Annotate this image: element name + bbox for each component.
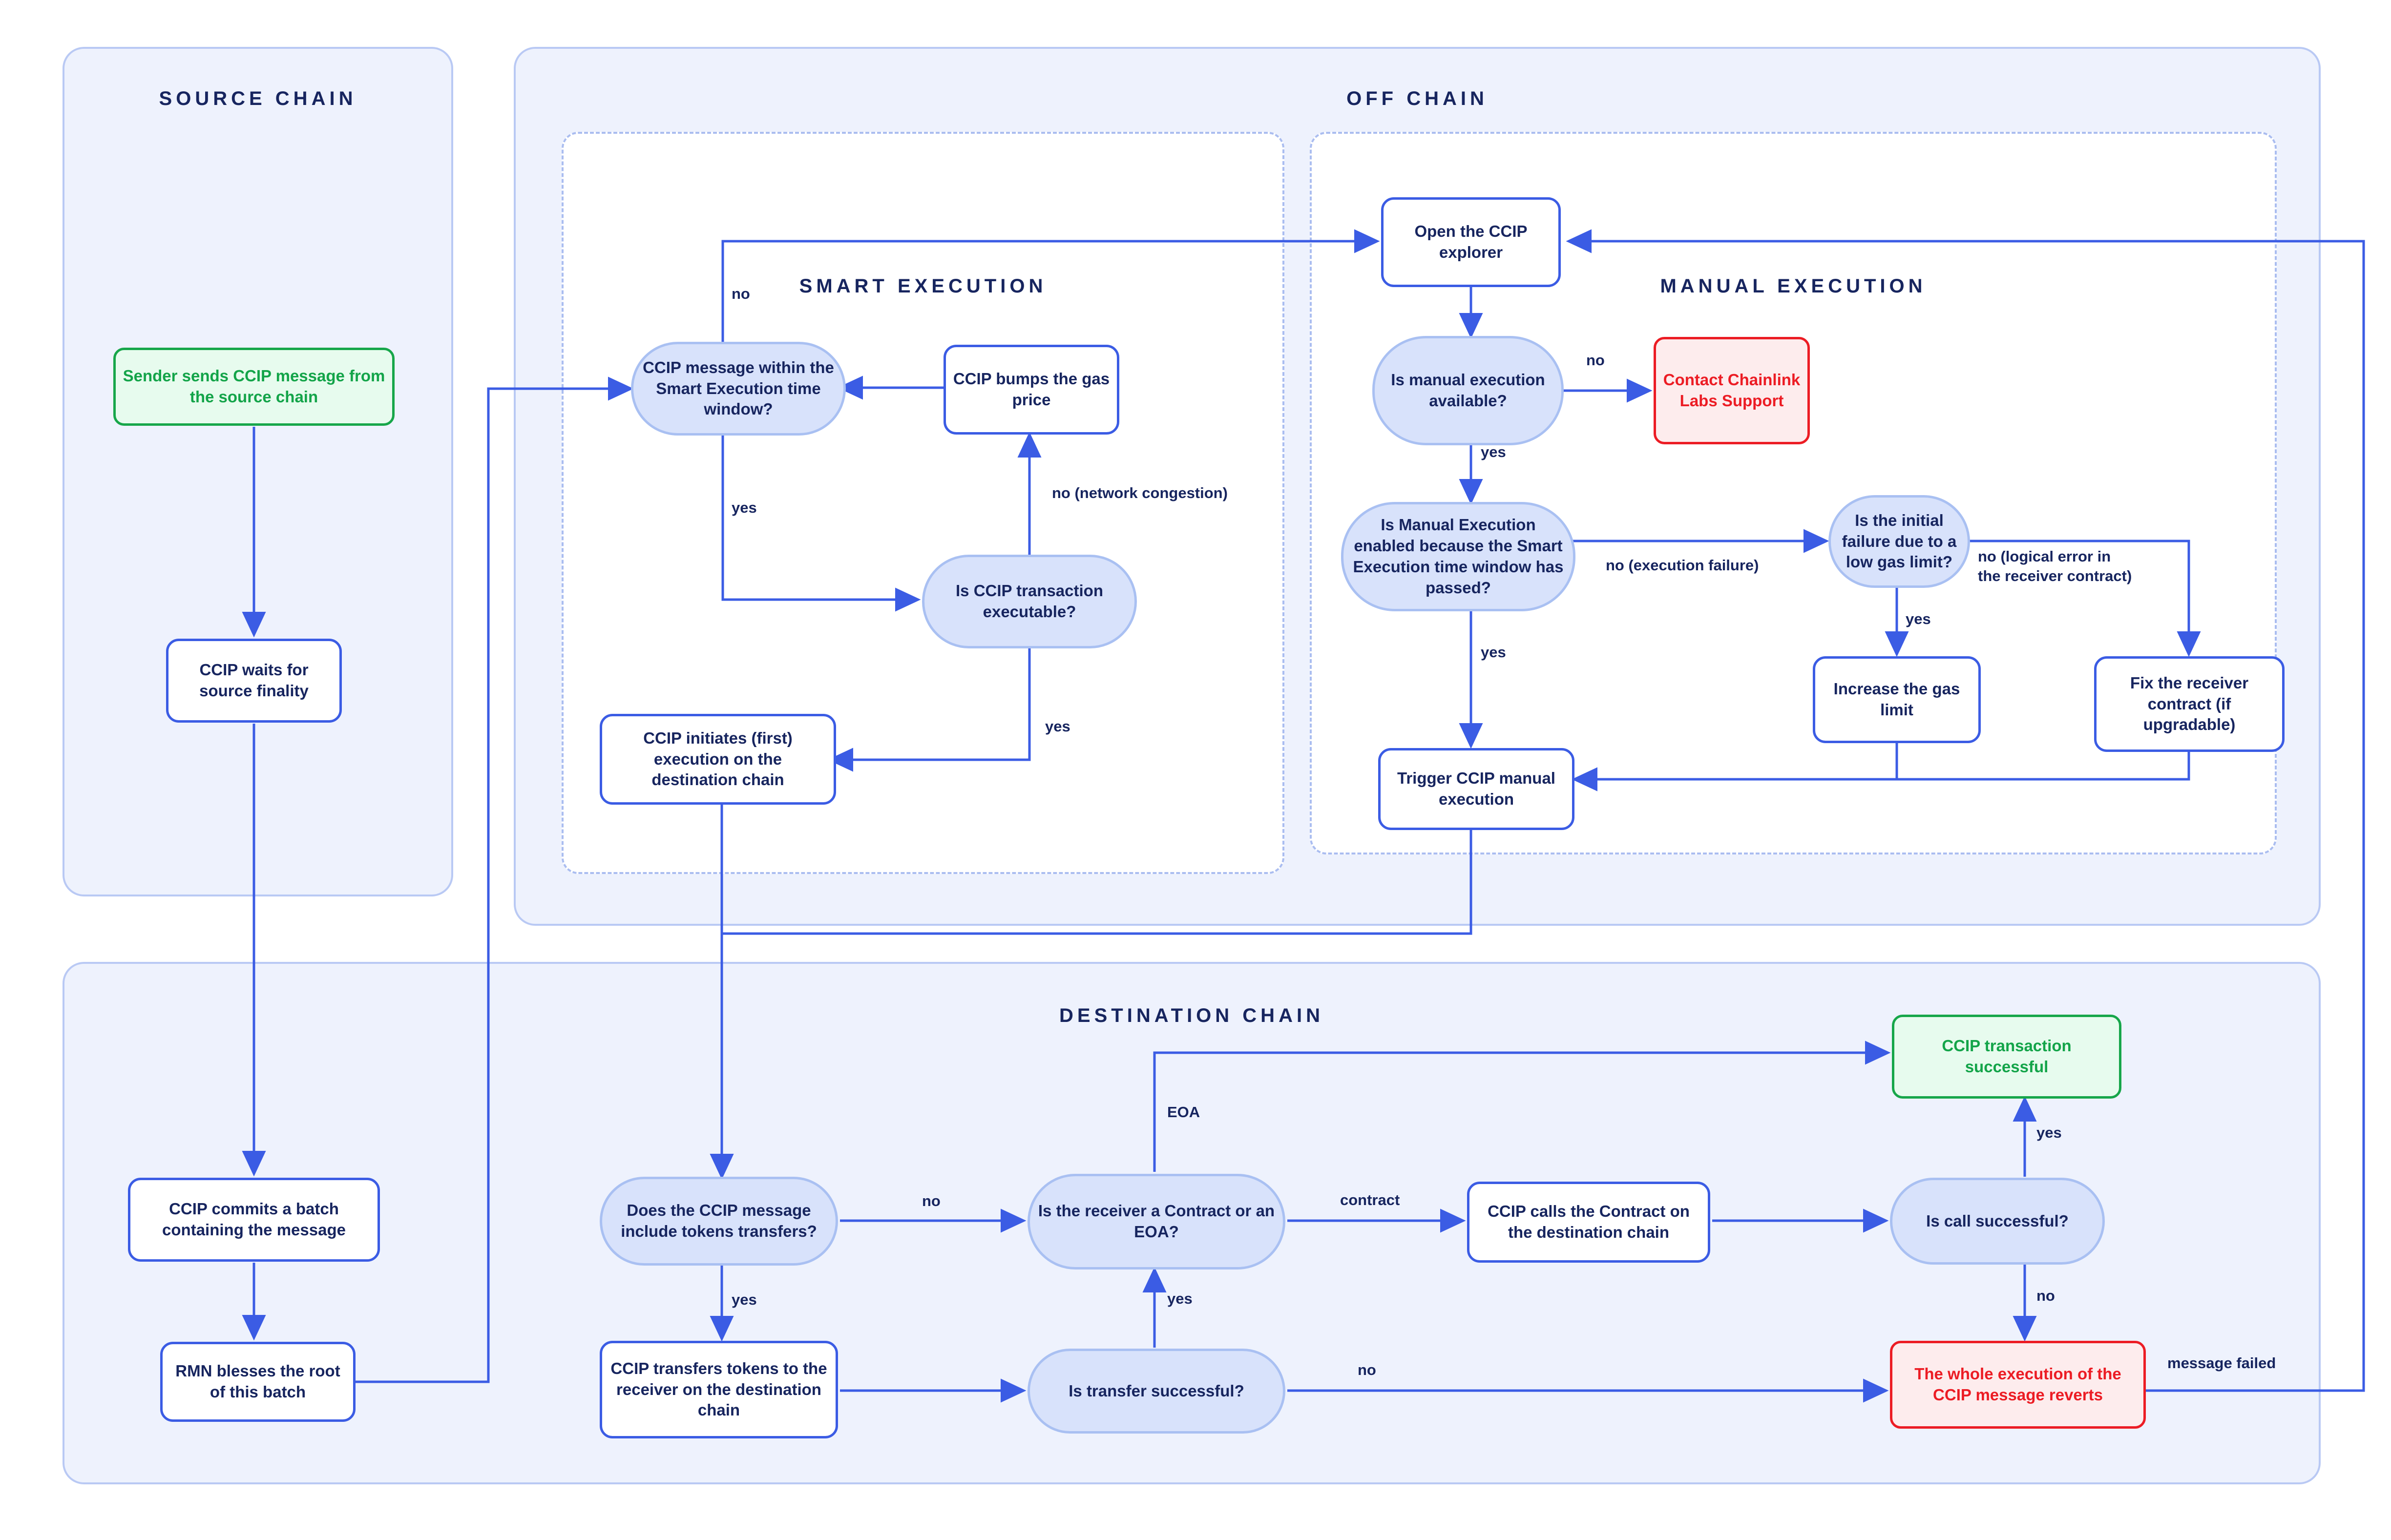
edge-label-no-tokens: no bbox=[922, 1192, 941, 1209]
node-label: Is the receiver a Contract or an EOA? bbox=[1038, 1202, 1275, 1241]
edge-label-contract: contract bbox=[1340, 1191, 1400, 1208]
node-ccip-initiates-execution[interactable]: CCIP initiates (first) execution on the … bbox=[600, 714, 836, 805]
node-label: CCIP transaction successful bbox=[1942, 1037, 2072, 1076]
node-ccip-waits-finality[interactable]: CCIP waits for source finality bbox=[166, 639, 342, 723]
edge-label-yes-call: yes bbox=[2036, 1124, 2062, 1141]
node-message-within-time-window[interactable]: CCIP message within the Smart Execution … bbox=[631, 342, 846, 436]
edge-label-no-call: no bbox=[2036, 1287, 2055, 1304]
node-label: CCIP waits for source finality bbox=[199, 661, 309, 700]
node-is-receiver-contract-or-eoa[interactable]: Is the receiver a Contract or an EOA? bbox=[1028, 1174, 1285, 1269]
edge-label-no-window: no bbox=[732, 285, 750, 302]
node-ccip-transaction-successful[interactable]: CCIP transaction successful bbox=[1892, 1015, 2121, 1099]
node-label: Does the CCIP message include tokens tra… bbox=[621, 1201, 817, 1240]
node-whole-execution-reverts[interactable]: The whole execution of the CCIP message … bbox=[1890, 1341, 2146, 1429]
node-does-message-include-tokens[interactable]: Does the CCIP message include tokens tra… bbox=[600, 1177, 838, 1266]
edge-label-yes-tokens: yes bbox=[732, 1291, 757, 1308]
edge-label-yes-window: yes bbox=[732, 499, 757, 516]
node-label: Is transfer successful? bbox=[1069, 1381, 1244, 1400]
edge-label-no-network-congestion: no (network congestion) bbox=[1052, 484, 1228, 501]
node-rmn-blesses-root[interactable]: RMN blesses the root of this batch bbox=[160, 1342, 356, 1422]
node-label: Contact Chainlink Labs Support bbox=[1663, 371, 1801, 410]
group-title-smart-execution: SMART EXECUTION bbox=[799, 275, 1047, 297]
group-source-chain: SOURCE CHAIN bbox=[63, 47, 453, 896]
edge-label-no-execution-failure: no (execution failure) bbox=[1606, 557, 1759, 574]
node-label: Is the initial failure due to a low gas … bbox=[1842, 511, 1957, 571]
node-is-transaction-executable[interactable]: Is CCIP transaction executable? bbox=[922, 555, 1137, 648]
group-title-off-chain: OFF CHAIN bbox=[1346, 88, 1488, 109]
node-sender-sends-message[interactable]: Sender sends CCIP message from the sourc… bbox=[113, 348, 395, 426]
node-is-transfer-successful[interactable]: Is transfer successful? bbox=[1028, 1349, 1285, 1434]
node-ccip-transfers-tokens[interactable]: CCIP transfers tokens to the receiver on… bbox=[600, 1341, 838, 1438]
node-label: CCIP transfers tokens to the receiver on… bbox=[610, 1359, 827, 1419]
edge-label-yes-transfer: yes bbox=[1167, 1290, 1193, 1307]
node-label: RMN blesses the root of this batch bbox=[175, 1362, 340, 1401]
node-is-manual-execution-available[interactable]: Is manual execution available? bbox=[1372, 336, 1564, 445]
edge-label-yes-low-gas: yes bbox=[1906, 610, 1931, 627]
node-label: Is manual execution available? bbox=[1391, 371, 1545, 410]
node-label: CCIP bumps the gas price bbox=[953, 370, 1110, 409]
edge-label-yes-manual-available: yes bbox=[1481, 443, 1506, 460]
node-is-manual-execution-enabled[interactable]: Is Manual Execution enabled because the … bbox=[1341, 502, 1575, 611]
node-label: Is CCIP transaction executable? bbox=[956, 582, 1103, 621]
node-label: CCIP calls the Contract on the destinati… bbox=[1488, 1202, 1690, 1241]
node-label: CCIP initiates (first) execution on the … bbox=[643, 728, 793, 789]
node-label: The whole execution of the CCIP message … bbox=[1914, 1365, 2121, 1404]
node-open-ccip-explorer[interactable]: Open the CCIP explorer bbox=[1381, 197, 1561, 287]
edge-label-yes-executable: yes bbox=[1045, 718, 1070, 735]
node-label: CCIP commits a batch containing the mess… bbox=[162, 1200, 346, 1239]
node-label: Increase the gas limit bbox=[1833, 680, 1960, 719]
edge-label-message-failed: message failed bbox=[2167, 1354, 2276, 1372]
edge-label-yes-manual-enabled: yes bbox=[1481, 644, 1506, 661]
edge-label-eoa: EOA bbox=[1167, 1103, 1200, 1121]
node-trigger-manual-execution[interactable]: Trigger CCIP manual execution bbox=[1378, 748, 1574, 830]
node-label: Sender sends CCIP message from the sourc… bbox=[123, 367, 385, 406]
node-ccip-commits-batch[interactable]: CCIP commits a batch containing the mess… bbox=[128, 1178, 380, 1262]
node-ccip-bumps-gas-price[interactable]: CCIP bumps the gas price bbox=[944, 345, 1119, 435]
edge-label-no-manual-available: no bbox=[1586, 352, 1605, 369]
node-is-initial-failure-low-gas[interactable]: Is the initial failure due to a low gas … bbox=[1828, 495, 1970, 588]
node-label: Is Manual Execution enabled because the … bbox=[1353, 516, 1564, 597]
node-label: Trigger CCIP manual execution bbox=[1397, 769, 1555, 808]
node-contact-chainlink-labs-support[interactable]: Contact Chainlink Labs Support bbox=[1654, 337, 1810, 444]
node-fix-receiver-contract[interactable]: Fix the receiver contract (if upgradable… bbox=[2094, 656, 2285, 752]
node-label: Open the CCIP explorer bbox=[1414, 222, 1528, 261]
node-is-call-successful[interactable]: Is call successful? bbox=[1890, 1178, 2105, 1265]
node-ccip-calls-contract[interactable]: CCIP calls the Contract on the destinati… bbox=[1467, 1182, 1710, 1263]
edge-label-no-transfer: no bbox=[1358, 1361, 1376, 1378]
node-label: CCIP message within the Smart Execution … bbox=[643, 358, 834, 418]
node-label: Fix the receiver contract (if upgradable… bbox=[2130, 673, 2249, 734]
group-title-source-chain: SOURCE CHAIN bbox=[159, 88, 357, 109]
node-increase-gas-limit[interactable]: Increase the gas limit bbox=[1813, 656, 1981, 743]
node-label: Is call successful? bbox=[1926, 1211, 2069, 1230]
